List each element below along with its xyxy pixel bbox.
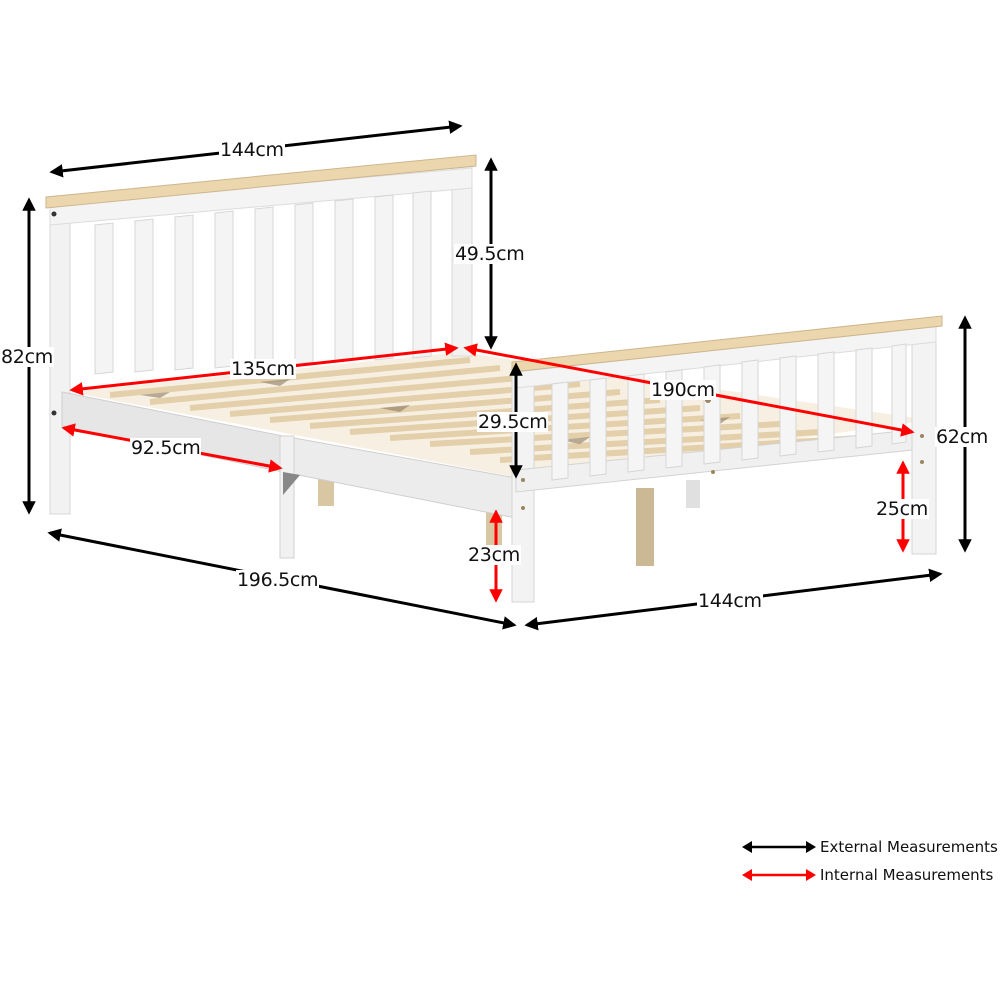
red-double-arrow-icon (742, 869, 816, 881)
label-foot-clearance: 25cm (875, 498, 929, 520)
legend-label: External Measurements (820, 838, 998, 856)
label-headboard-width: 144cm (219, 139, 285, 161)
label-internal-half-length: 92.5cm (130, 437, 202, 459)
legend: External Measurements Internal Measureme… (742, 833, 998, 889)
label-total-height: 82cm (0, 346, 54, 368)
black-double-arrow-icon (742, 841, 816, 853)
label-total-length: 196.5cm (236, 569, 320, 591)
label-footboard-width: 144cm (697, 590, 763, 612)
label-side-clearance: 23cm (467, 544, 521, 566)
legend-label: Internal Measurements (820, 866, 994, 884)
label-internal-length: 190cm (650, 379, 716, 401)
legend-item-external: External Measurements (742, 833, 998, 861)
label-side-rail-depth: 29.5cm (477, 411, 549, 433)
label-footboard-height: 62cm (935, 426, 989, 448)
label-headboard-height: 49.5cm (454, 243, 526, 265)
label-internal-width: 135cm (230, 358, 296, 380)
legend-item-internal: Internal Measurements (742, 861, 998, 889)
